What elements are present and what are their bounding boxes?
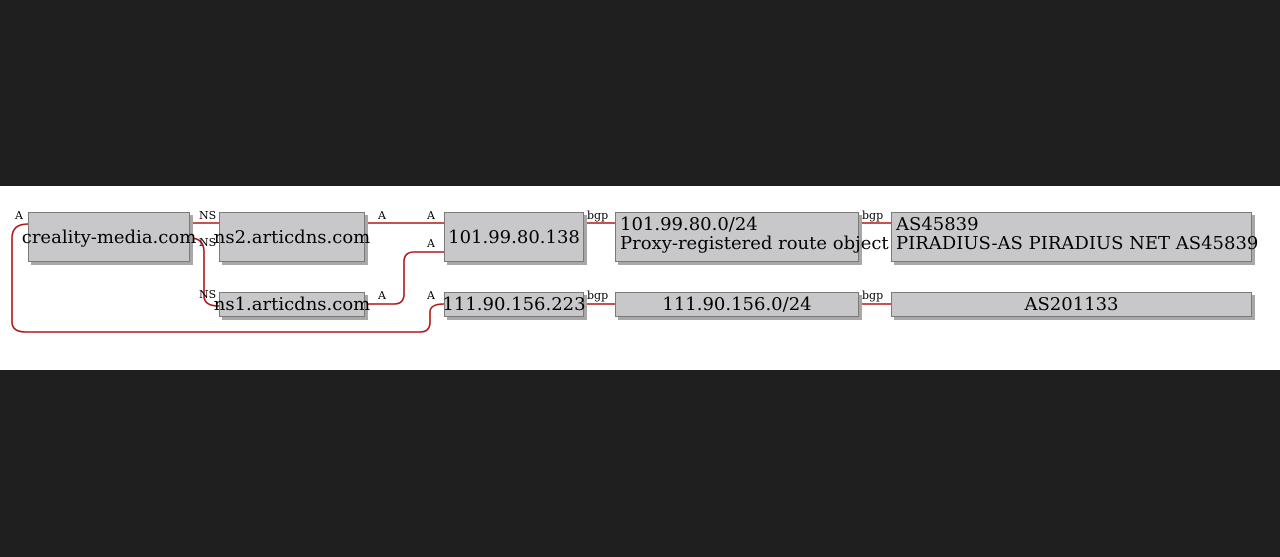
node-as1-line1: AS45839 <box>896 214 979 235</box>
edge-domain-ip2 <box>11 223 445 333</box>
node-prefix1-line1: 101.99.80.0/24 <box>620 214 758 235</box>
edge-label-a: A <box>15 209 23 222</box>
node-ip2-label: 111.90.156.223 <box>442 294 586 315</box>
node-as2-label: AS201133 <box>1024 294 1119 315</box>
edge-ns1-ip1 <box>366 251 444 305</box>
node-as1-line2: PIRADIUS-AS PIRADIUS NET AS45839 <box>896 233 1259 254</box>
node-prefix1-line2: Proxy-registered route object <box>620 233 889 254</box>
edge-label-ns: NS <box>199 236 217 249</box>
node-ns1[interactable]: ns1.articdns.com <box>214 292 370 317</box>
node-as2[interactable]: AS201133 <box>891 292 1252 317</box>
node-ns2[interactable]: ns2.articdns.com <box>214 212 370 262</box>
edge-label-bgp: bgp <box>862 209 884 222</box>
node-prefix1[interactable]: 101.99.80.0/24 Proxy-registered route ob… <box>615 212 889 262</box>
edges-layer <box>11 222 891 333</box>
node-ip1-label: 101.99.80.138 <box>448 226 580 248</box>
node-prefix2[interactable]: 111.90.156.0/24 <box>615 292 859 317</box>
node-ip2[interactable]: 111.90.156.223 <box>442 292 586 317</box>
node-as1[interactable]: AS45839 PIRADIUS-AS PIRADIUS NET AS45839 <box>891 212 1259 262</box>
edge-label-a: A <box>427 237 435 250</box>
edge-label-a: A <box>427 209 435 222</box>
diagram-canvas: A NS NS NS A A A A A bgp bgp bgp bgp cre… <box>0 186 1280 370</box>
edge-label-bgp: bgp <box>862 289 884 302</box>
node-ip1[interactable]: 101.99.80.138 <box>444 212 584 262</box>
edge-label-a: A <box>378 209 386 222</box>
edge-label-a: A <box>378 289 386 302</box>
node-ns2-label: ns2.articdns.com <box>213 226 371 248</box>
edge-label-bgp: bgp <box>587 209 609 222</box>
node-prefix2-label: 111.90.156.0/24 <box>662 294 812 315</box>
node-domain[interactable]: creality-media.com <box>22 212 196 262</box>
edge-domain-ns1 <box>189 237 220 307</box>
edge-label-bgp: bgp <box>587 289 609 302</box>
edge-label-ns: NS <box>199 209 217 222</box>
node-ns1-label: ns1.articdns.com <box>213 294 371 315</box>
node-domain-label: creality-media.com <box>21 226 197 248</box>
edge-label-a: A <box>427 289 435 302</box>
edge-label-ns: NS <box>199 288 217 301</box>
